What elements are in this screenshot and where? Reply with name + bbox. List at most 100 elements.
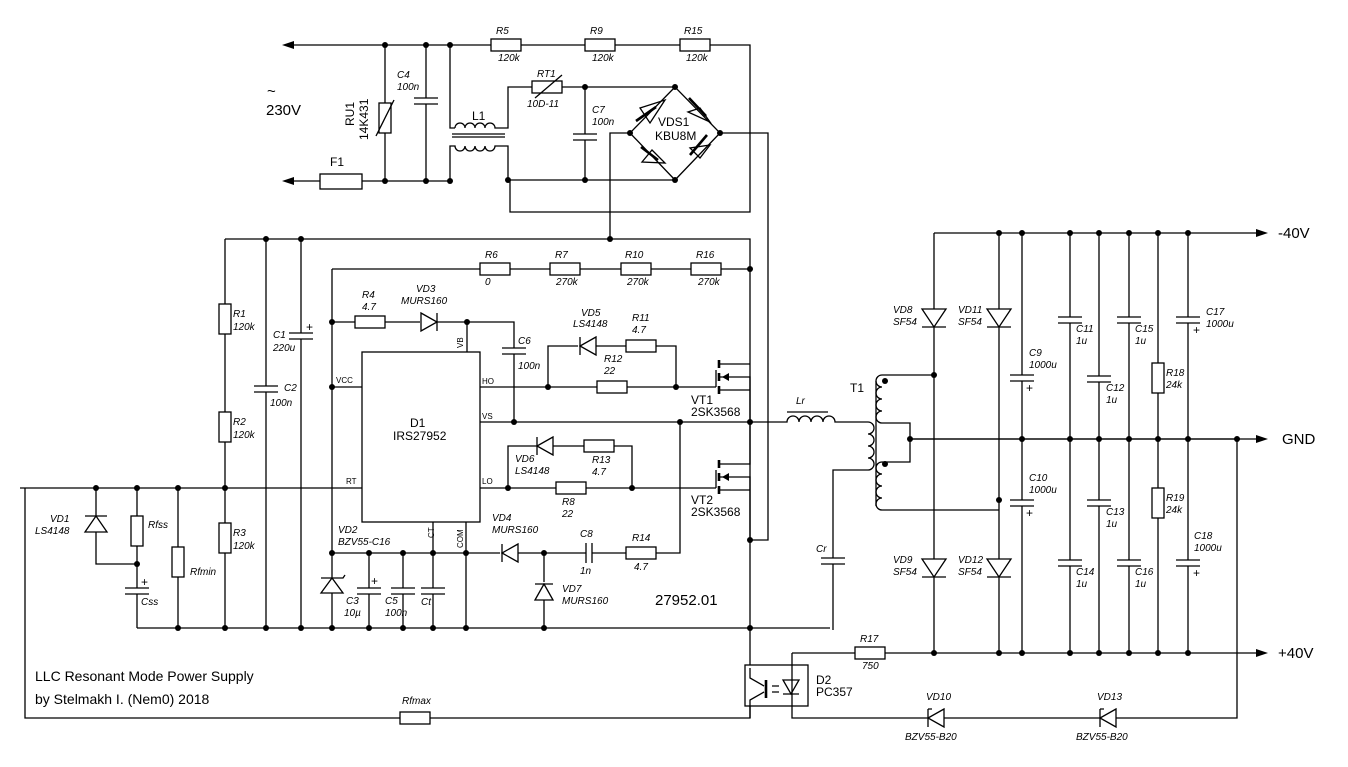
junction-dot [541, 550, 547, 556]
junction-dot [463, 625, 469, 631]
junction-dot [747, 625, 753, 631]
diode-VD6 [535, 435, 554, 457]
port-arrow-ac-bottom [282, 177, 294, 185]
pin-ct: CT [427, 527, 436, 538]
diode-VD5 [578, 335, 597, 357]
VD12-value: SF54 [958, 567, 982, 578]
zener-VD10 [926, 707, 945, 729]
junction-dot [447, 178, 453, 184]
junction-dot [505, 177, 511, 183]
R18-label: R18 [1166, 368, 1185, 379]
R19-label: R19 [1166, 493, 1185, 504]
pin-vcc: VCC [336, 376, 353, 385]
RT1-value: 10D-11 [527, 99, 559, 110]
diode-VD8 [920, 308, 948, 329]
pin-ho: HO [482, 377, 494, 386]
C12-label: C12 [1106, 383, 1125, 394]
C1-label: C1 [273, 330, 286, 341]
VD13-label: VD13 [1097, 692, 1122, 703]
R11-label: R11 [632, 313, 650, 324]
junction-dot [505, 485, 511, 491]
port-neg-label: -40V [1278, 225, 1310, 242]
junction-dot [582, 177, 588, 183]
junction-dot [93, 485, 99, 491]
VD4-value: MURS160 [492, 525, 539, 536]
resistor-R16 [690, 262, 722, 276]
junction-dot [430, 550, 436, 556]
fuse-F1 [319, 173, 363, 190]
C15-value: 1u [1135, 336, 1147, 347]
C5-label: C5 [385, 596, 398, 607]
junction-dot [1019, 230, 1025, 236]
junction-dot [298, 625, 304, 631]
R5-label: R5 [496, 26, 509, 37]
C2-label: C2 [284, 383, 297, 394]
R15-label: R15 [684, 26, 703, 37]
VD8-label: VD8 [893, 305, 913, 316]
C18-value: 1000u [1194, 543, 1222, 554]
R12-label: R12 [604, 354, 623, 365]
resistor-Rfmax [399, 711, 431, 725]
junction-dot [747, 537, 753, 543]
C17-value: 1000u [1206, 319, 1234, 330]
D1-label: D1 [410, 416, 426, 430]
Css-label: Css [141, 597, 158, 608]
ac-voltage-label: 230V [266, 102, 301, 119]
diode-VD1 [83, 514, 109, 533]
C8-label: C8 [580, 529, 593, 540]
R8-label: R8 [562, 497, 575, 508]
diode-VD7 [533, 582, 555, 601]
junction-dot [134, 561, 140, 567]
F1-label: F1 [330, 155, 344, 169]
junction-dot [1067, 436, 1073, 442]
junction-dot [629, 485, 635, 491]
R10-value: 270k [626, 277, 650, 288]
junction-dots [93, 42, 1240, 656]
VD8-value: SF54 [893, 317, 917, 328]
resistor-R8 [555, 481, 587, 495]
junction-dot [996, 650, 1002, 656]
junction-dot [1155, 230, 1161, 236]
port-arrow-neg [1256, 229, 1268, 237]
Rfmin-label: Rfmin [190, 567, 217, 578]
resistor-R11 [625, 339, 657, 353]
resistor-R9 [584, 38, 616, 52]
junction-dot [1126, 230, 1132, 236]
optocoupler-D2 [744, 664, 809, 707]
Css-plus: + [141, 575, 148, 589]
title-line2: by Stelmakh I. (Nem0) 2018 [35, 691, 210, 707]
VT2-label: VT2 [691, 493, 713, 507]
C12-value: 1u [1106, 395, 1118, 406]
junction-dot [1096, 436, 1102, 442]
junction-dot [627, 130, 633, 136]
VD11-label: VD11 [958, 305, 982, 316]
junction-dot [607, 236, 613, 242]
VDS1-label: VDS1 [658, 115, 690, 129]
VD10-value: BZV55-B20 [905, 732, 957, 743]
R15-value: 120k [686, 53, 709, 64]
port-arrow-ac-top [282, 41, 294, 49]
VD7-value: MURS160 [562, 596, 609, 607]
junction-dot [931, 650, 937, 656]
resistor-R17 [854, 646, 886, 660]
R6-label: R6 [485, 250, 498, 261]
mains-section: ~ 230V F1 RU1 14K431 C4 100n L1 R5 120k … [266, 26, 769, 541]
zener-VD13 [1098, 707, 1117, 729]
junction-dot [329, 319, 335, 325]
VD6-value: LS4148 [515, 466, 550, 477]
C16-label: C16 [1135, 567, 1154, 578]
junction-dot [717, 130, 723, 136]
R1-label: R1 [233, 309, 246, 320]
RU1-value: 14K431 [357, 98, 371, 140]
resistor-R14 [625, 546, 657, 560]
R2-label: R2 [233, 417, 246, 428]
R9-value: 120k [592, 53, 615, 64]
VD12-label: VD12 [958, 555, 983, 566]
zener-VD2 [319, 576, 345, 594]
D2-label: D2 [816, 673, 832, 687]
C15-label: C15 [1135, 324, 1154, 335]
resistor-R1 [218, 303, 232, 335]
pin-lo: LO [482, 477, 493, 486]
R5-value: 120k [498, 53, 521, 64]
